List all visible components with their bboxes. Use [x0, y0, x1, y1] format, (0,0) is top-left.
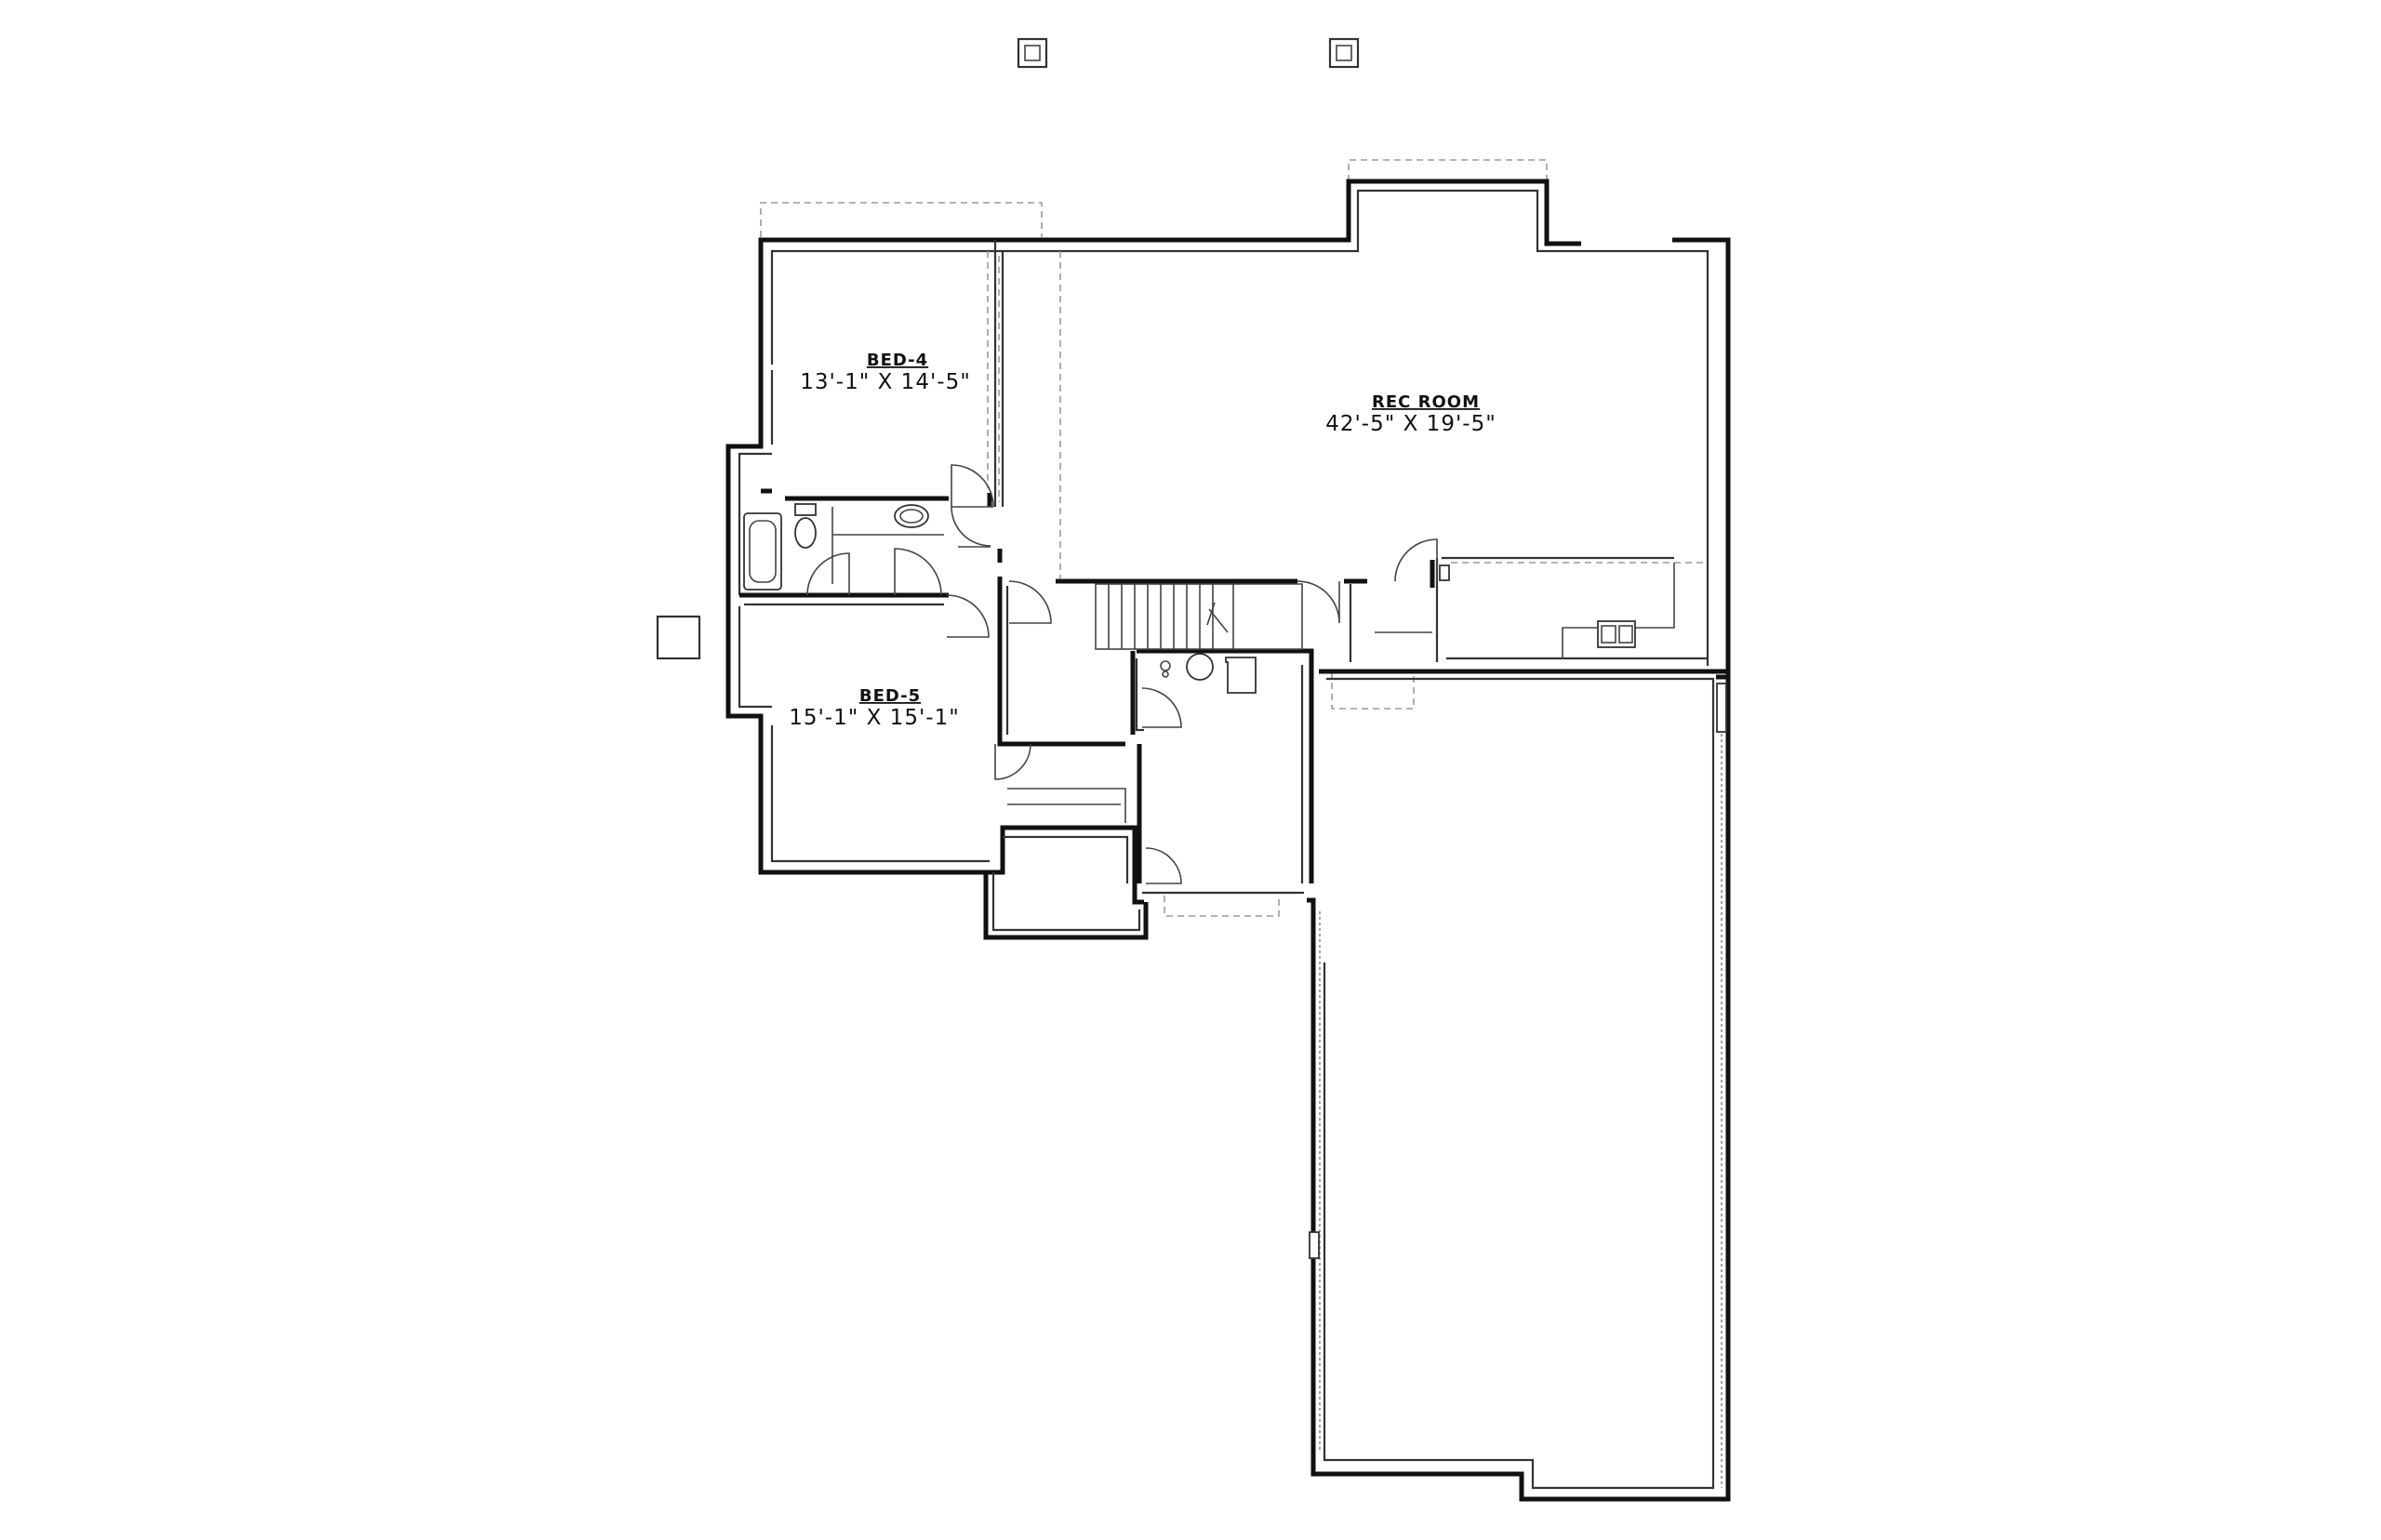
bath-fixtures	[743, 503, 944, 591]
room-label-bed5: BED-5 15'-1" X 15'-1"	[789, 686, 960, 730]
room-name-bed5: BED-5	[859, 686, 921, 706]
exterior-walls	[725, 179, 1731, 940]
room-label-rec-room: REC ROOM 42'-5" X 19'-5"	[1325, 392, 1496, 436]
room-dims-bed4: 13'-1" X 14'-5"	[800, 370, 971, 394]
staircase	[1095, 583, 1303, 650]
interior-walls	[739, 240, 1708, 895]
room-dims-bed5: 15'-1" X 15'-1"	[789, 706, 960, 730]
room-label-bed4: BED-4 13'-1" X 14'-5"	[800, 351, 971, 394]
window-wells	[760, 159, 1548, 917]
mechanical-fixtures	[1160, 564, 1636, 694]
pier-markers	[656, 37, 1360, 660]
room-name-bed4: BED-4	[867, 351, 928, 370]
room-dims-rec-room: 42'-5" X 19'-5"	[1325, 412, 1496, 436]
door-swings	[806, 464, 1438, 884]
room-name-rec-room: REC ROOM	[1372, 392, 1480, 412]
garage-walls	[1307, 669, 1731, 1502]
